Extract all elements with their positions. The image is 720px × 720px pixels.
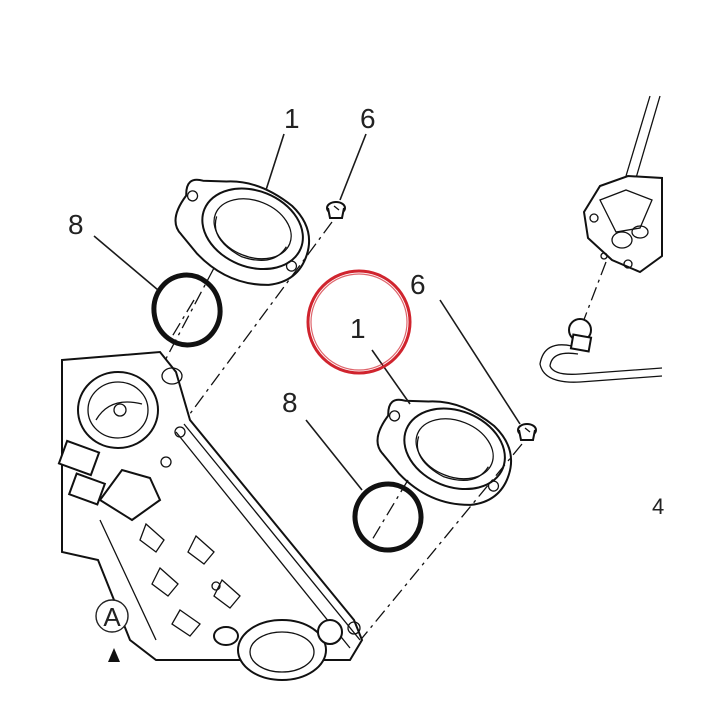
- top-intake-flange: [174, 178, 311, 286]
- axis-top-screw: [177, 221, 333, 431]
- detail-reference-a: A: [95, 599, 129, 662]
- callout-edge-partial: 4: [652, 494, 664, 519]
- leader-top-flange: [265, 133, 285, 191]
- axis-top-flange: [159, 267, 215, 371]
- top-o-ring: [151, 272, 223, 348]
- axis-center-flange: [371, 479, 409, 541]
- center-flange-group: [305, 299, 537, 661]
- axis-center-screw: [343, 443, 523, 661]
- callout-top-oring: 8: [68, 209, 84, 240]
- center-screw: [517, 423, 537, 441]
- highlight-circle-inner: [310, 273, 408, 371]
- leader-center-screw: [439, 299, 521, 425]
- actuator-and-pipe: [539, 95, 663, 383]
- center-intake-flange: [376, 398, 513, 506]
- arrow-up-icon: [108, 648, 120, 662]
- top-screw: [326, 201, 346, 219]
- callout-center-oring: 8: [282, 387, 298, 418]
- detail-reference-label: A: [103, 602, 121, 632]
- axis-top-flange-lower: [169, 299, 195, 341]
- callout-top-screw: 6: [360, 103, 376, 134]
- leader-center-flange: [371, 349, 411, 405]
- leader-top-oring: [93, 235, 159, 291]
- throttle-body-assembly: [57, 350, 364, 681]
- highlight-circle: [306, 269, 412, 375]
- leader-top-screw: [339, 133, 367, 201]
- callout-top-flange: 1: [284, 103, 300, 134]
- callout-center-screw: 6: [410, 269, 426, 300]
- leader-center-oring: [305, 419, 363, 491]
- callout-center-flange: 1: [350, 313, 366, 344]
- top-flange-group: [93, 133, 367, 431]
- center-o-ring: [352, 481, 424, 553]
